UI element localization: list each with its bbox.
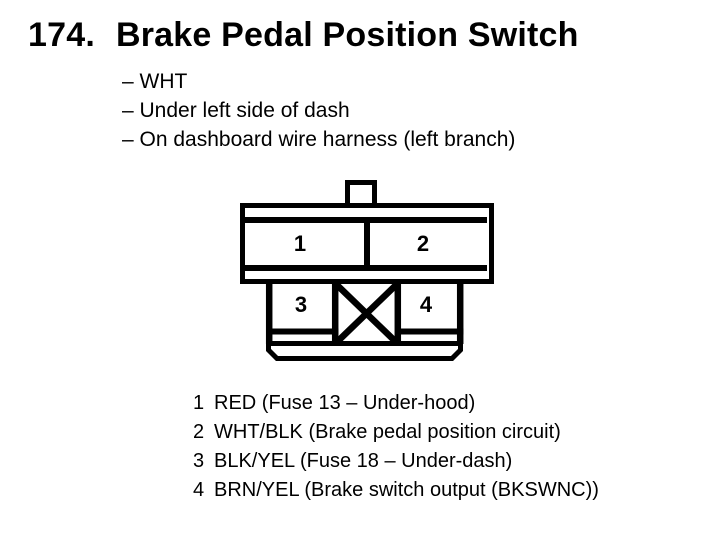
legend-description: BLK/YEL (Fuse 18 – Under-dash) xyxy=(214,450,513,472)
location-bullet-list: – WHT – Under left side of dash – On das… xyxy=(122,67,515,154)
legend-pin-number: 2 xyxy=(193,421,205,443)
legend-pin-number: 4 xyxy=(193,479,205,501)
connector-latch-tab xyxy=(345,180,377,209)
legend-description: RED (Fuse 13 – Under-hood) xyxy=(214,392,476,414)
legend-pin-number: 3 xyxy=(193,450,205,472)
pin-legend: 1 RED (Fuse 13 – Under-hood) 2 WHT/BLK (… xyxy=(193,389,599,505)
pin-4-label: 4 xyxy=(420,292,433,317)
bullet-item-location: – Under left side of dash xyxy=(122,99,350,122)
legend-pin-number: 1 xyxy=(193,392,205,414)
legend-row: 2 WHT/BLK (Brake pedal position circuit) xyxy=(193,418,599,447)
section-title: Brake Pedal Position Switch xyxy=(115,16,579,54)
legend-row: 1 RED (Fuse 13 – Under-hood) xyxy=(193,389,599,418)
bullet-item-harness: – On dashboard wire harness (left branch… xyxy=(122,128,516,151)
legend-description: BRN/YEL (Brake switch output (BKSWNC)) xyxy=(214,479,599,501)
pin-1-label: 1 xyxy=(294,231,306,256)
legend-description: WHT/BLK (Brake pedal position circuit) xyxy=(214,421,561,443)
page-title: 174. Brake Pedal Position Switch xyxy=(28,17,579,53)
section-number: 174. xyxy=(28,16,95,54)
connector-pinout-diagram: 1 2 3 4 xyxy=(240,180,494,361)
connector-bottom-bar xyxy=(266,341,463,361)
bullet-item-color: – WHT xyxy=(122,70,188,93)
legend-row: 3 BLK/YEL (Fuse 18 – Under-dash) xyxy=(193,447,599,476)
legend-row: 4 BRN/YEL (Brake switch output (BKSWNC)) xyxy=(193,476,599,505)
blocked-cavity-x-diagonal-2 xyxy=(334,282,399,345)
pin-3-label: 3 xyxy=(295,292,307,317)
pin-2-label: 2 xyxy=(417,231,429,256)
